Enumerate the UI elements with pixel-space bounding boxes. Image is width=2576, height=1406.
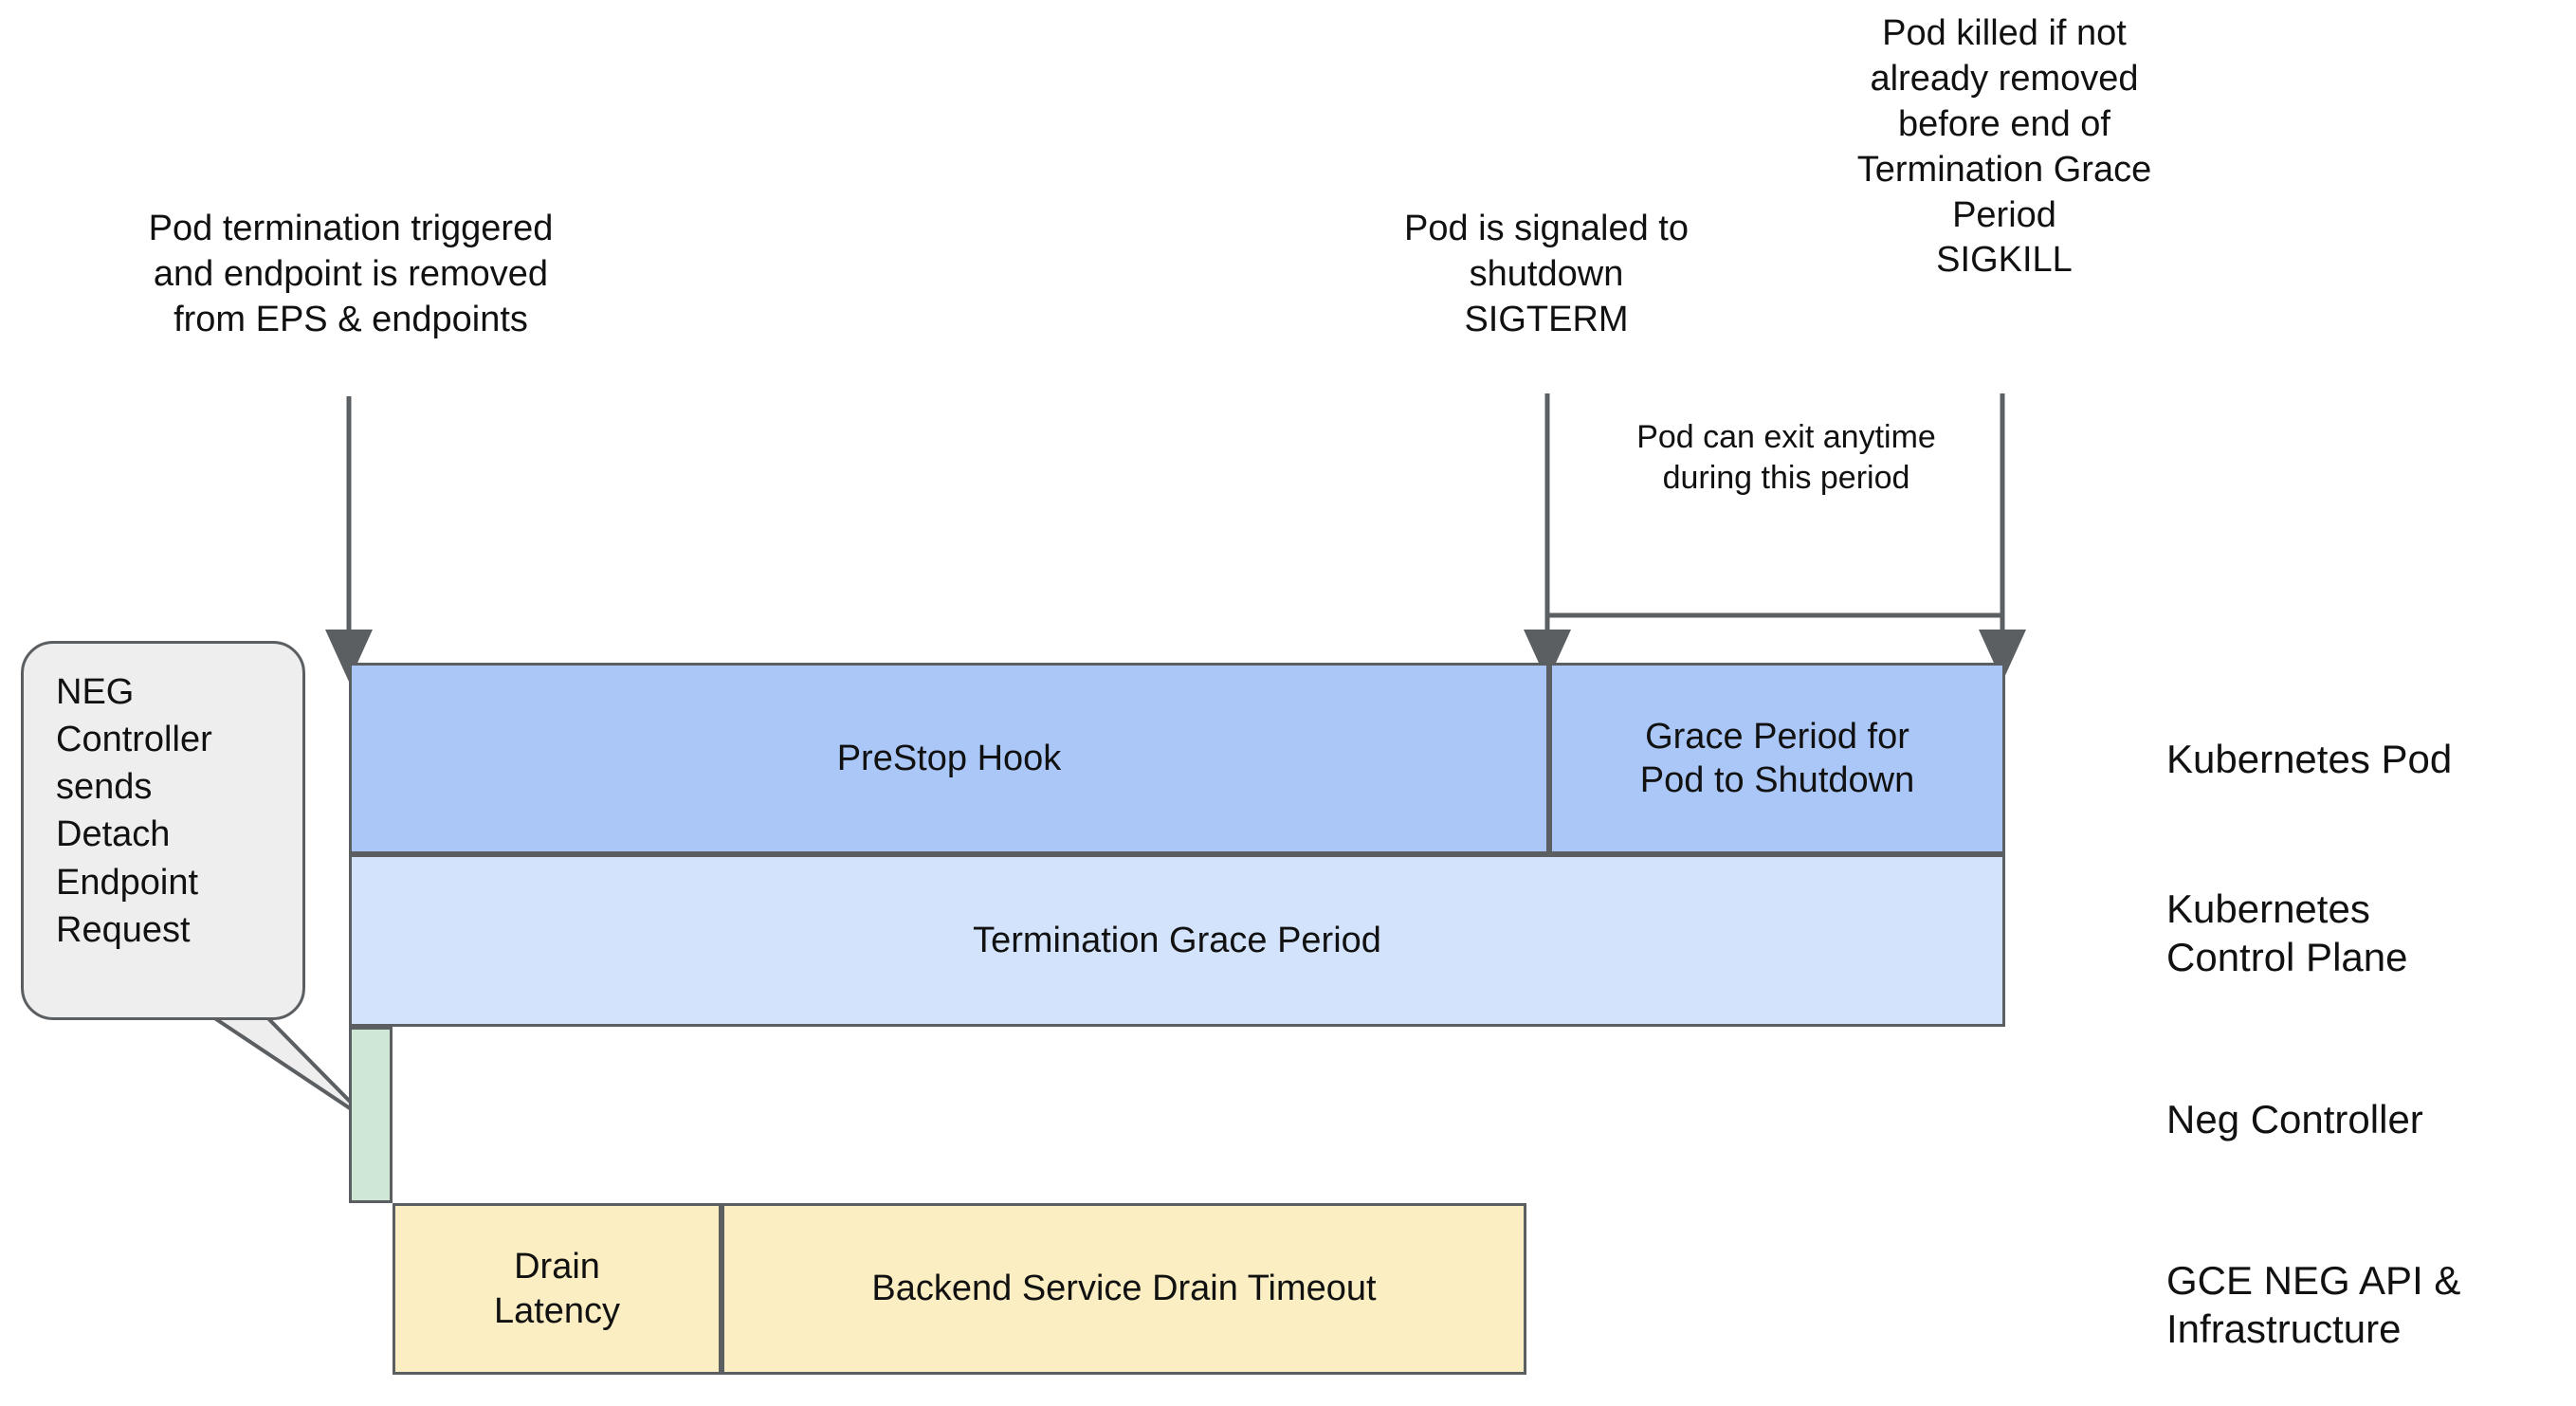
annotation-pod-killed-sigkill: Pod killed if not already removed before… xyxy=(1856,13,2152,281)
bar-neg-controller[interactable] xyxy=(349,1027,393,1203)
bar-backend-service-drain-timeout[interactable]: Backend Service Drain Timeout xyxy=(722,1203,1526,1375)
annotation-pod-signaled-shutdown: Pod is signaled to shutdown SIGTERM xyxy=(1404,209,1689,339)
bar-termination-grace-period[interactable]: Termination Grace Period xyxy=(349,854,2005,1027)
annotation-pod-termination-triggered: Pod termination triggered and endpoint i… xyxy=(148,209,554,339)
lane-label-gce-neg-api: GCE NEG API & Infrastructure xyxy=(2166,1258,2461,1352)
lane-label-kubernetes-pod: Kubernetes Pod xyxy=(2166,737,2453,781)
lane-label-neg-controller: Neg Controller xyxy=(2166,1097,2423,1141)
callout-neg-controller-detach: NEG Controller sends Detach Endpoint Req… xyxy=(21,641,305,1020)
lane-label-kubernetes-control-plane: Kubernetes Control Plane xyxy=(2166,886,2408,980)
annotation-pod-can-exit-anytime: Pod can exit anytime during this period xyxy=(1636,419,1936,496)
bar-prestop-hook[interactable]: PreStop Hook xyxy=(349,663,1549,854)
bar-grace-period-pod-shutdown[interactable]: Grace Period for Pod to Shutdown xyxy=(1549,663,2005,854)
bar-drain-latency[interactable]: Drain Latency xyxy=(393,1203,722,1375)
